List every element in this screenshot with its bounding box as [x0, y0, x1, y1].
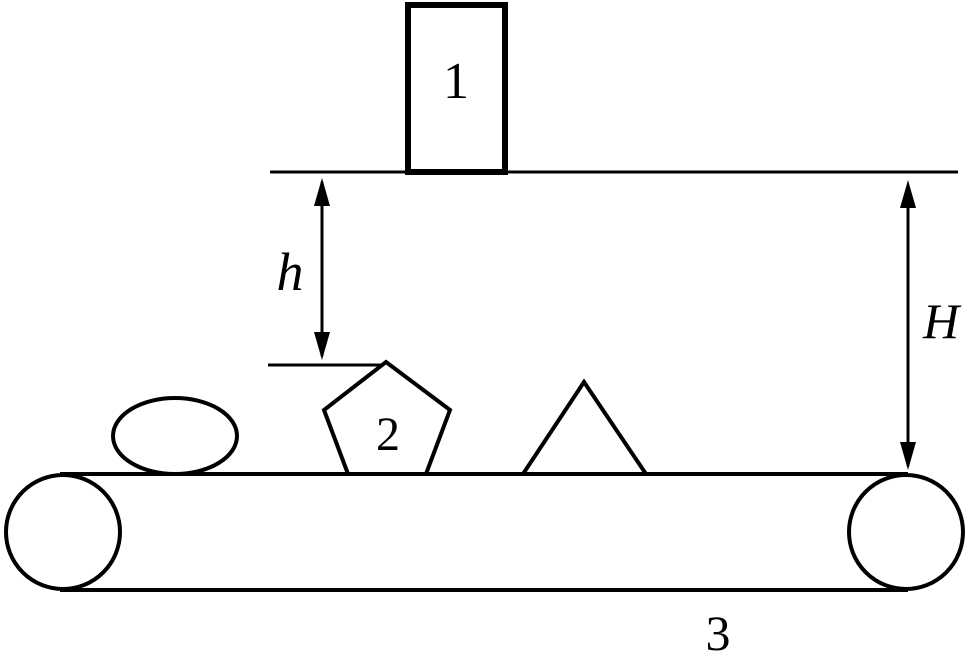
pentagon-object-2: 2 [321, 359, 453, 476]
block-1-outline [405, 2, 508, 175]
dimension-H-arrowhead-up [900, 180, 916, 208]
dimension-h-arrowhead-down [314, 332, 330, 360]
dimension-H: H [900, 180, 962, 470]
belt-roller-right [847, 473, 965, 591]
pentagon-object-2-label: 2 [376, 408, 400, 461]
triangle-object [519, 378, 650, 476]
block-1: 1 [405, 2, 508, 175]
conveyor-belt-3: 3 [4, 472, 965, 661]
dimension-H-label: H [922, 293, 962, 349]
ellipse-object [111, 396, 239, 476]
dimension-h-arrowhead-up [314, 178, 330, 206]
belt-roller-left [4, 473, 122, 591]
dimension-h-label: h [277, 242, 304, 302]
block-1-label: 1 [443, 53, 469, 110]
dimension-h: h [268, 178, 386, 367]
dimension-H-arrowhead-down [900, 442, 916, 470]
conveyor-belt-label: 3 [706, 605, 731, 661]
